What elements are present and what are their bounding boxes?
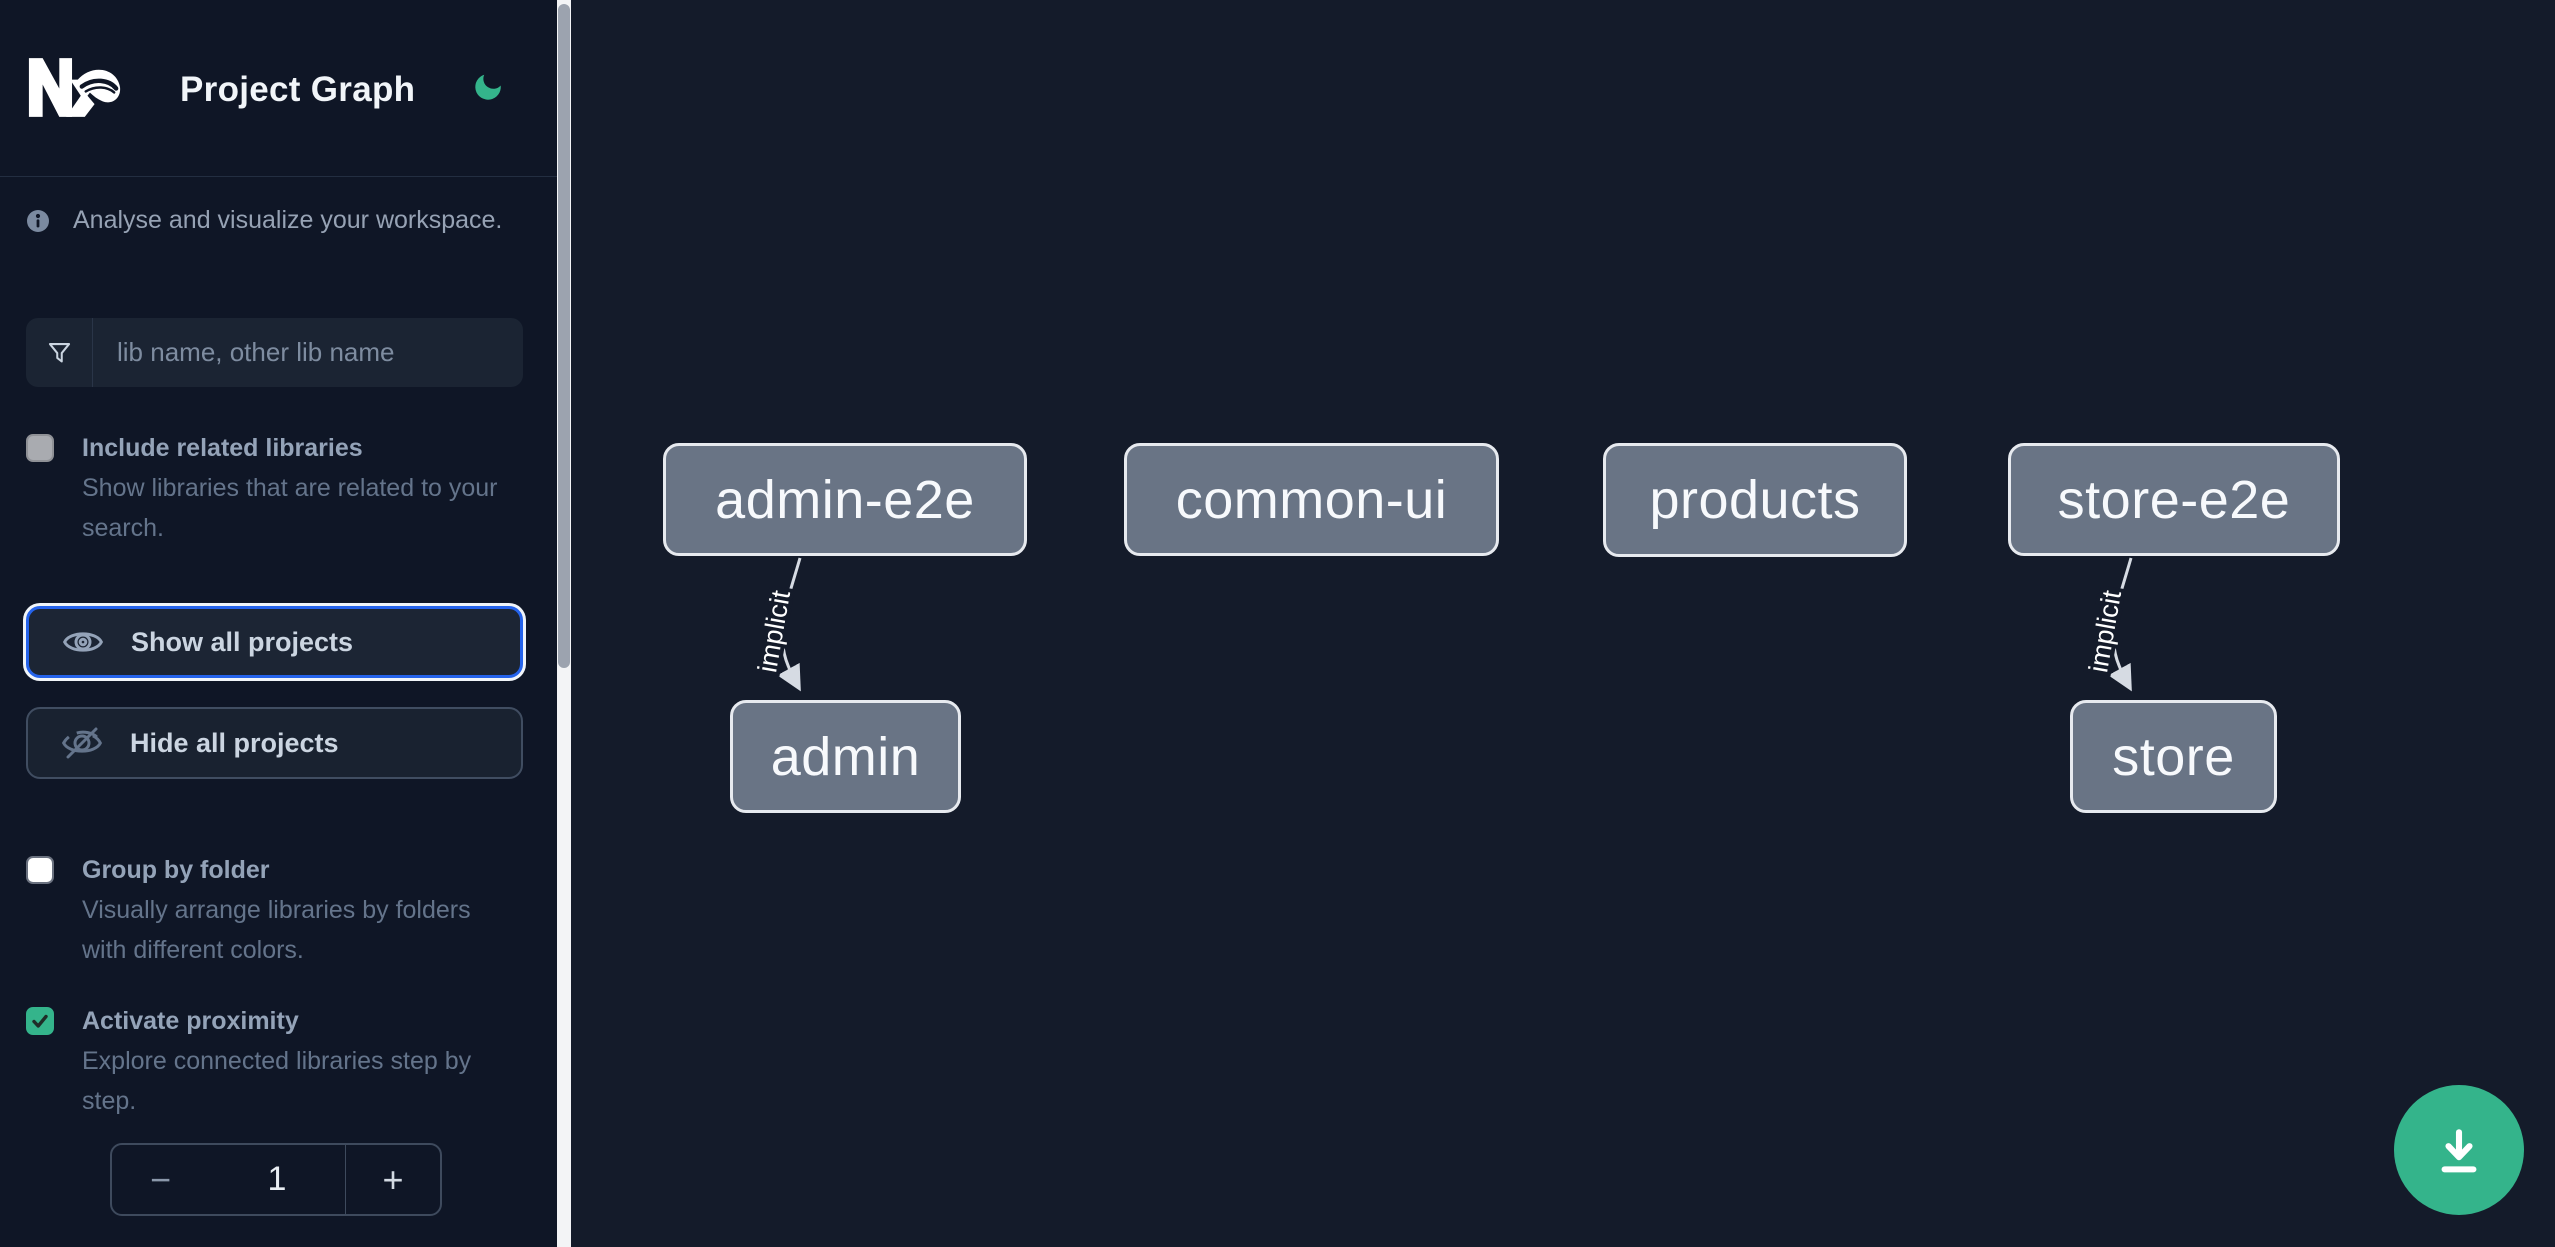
stepper-increment-button[interactable]: +	[346, 1145, 440, 1214]
group-by-folder-texts: Group by folder Visually arrange librari…	[82, 850, 512, 970]
workspace-info-row: Analyse and visualize your workspace.	[26, 206, 531, 235]
page-title: Project Graph	[180, 70, 416, 109]
graph-node-store[interactable]: store	[2070, 700, 2277, 813]
theme-toggle-button[interactable]	[462, 62, 514, 114]
download-icon	[2441, 1129, 2477, 1173]
proximity-depth-stepper: − 1 +	[110, 1143, 442, 1216]
eye-off-icon	[61, 727, 103, 759]
show-all-projects-button[interactable]: Show all projects	[26, 606, 523, 678]
show-all-projects-label: Show all projects	[131, 626, 354, 657]
graph-edge-store-e2e-store	[2108, 557, 2133, 692]
activate-proximity-texts: Activate proximity Explore connected lib…	[82, 1001, 512, 1121]
hide-all-projects-button[interactable]: Hide all projects	[26, 707, 523, 779]
graph-edge-admin-e2e-admin	[777, 557, 802, 692]
stepper-value: 1	[209, 1145, 346, 1214]
sidebar-scrollbar-thumb[interactable]	[558, 4, 570, 668]
graph-node-common-ui[interactable]: common-ui	[1124, 443, 1499, 556]
search-input[interactable]	[93, 318, 523, 387]
activate-proximity-description: Explore connected libraries step by step…	[82, 1047, 472, 1115]
nx-logo	[28, 58, 121, 117]
graph-node-products[interactable]: products	[1603, 443, 1907, 557]
group-by-folder-label: Group by folder	[82, 856, 270, 884]
group-by-folder-description: Visually arrange libraries by folders wi…	[82, 896, 471, 964]
edge-label-store-e2e: implicit	[2083, 588, 2127, 675]
activate-proximity-checkbox[interactable]	[26, 1007, 54, 1035]
checkbox-row-activate-proximity: Activate proximity Explore connected lib…	[26, 1001, 531, 1121]
sidebar-resizer[interactable]	[557, 0, 571, 1247]
group-by-folder-checkbox[interactable]	[26, 856, 54, 884]
include-related-label: Include related libraries	[82, 434, 363, 462]
filter-funnel-icon	[26, 318, 93, 387]
checkbox-row-include-related: Include related libraries Show libraries…	[26, 428, 531, 548]
include-related-checkbox[interactable]	[26, 434, 54, 462]
download-button[interactable]	[2394, 1085, 2524, 1215]
graph-node-store-e2e[interactable]: store-e2e	[2008, 443, 2340, 556]
checkbox-row-group-by-folder: Group by folder Visually arrange librari…	[26, 850, 531, 970]
include-related-texts: Include related libraries Show libraries…	[82, 428, 512, 548]
search-box	[26, 318, 523, 387]
edge-label-admin-e2e: implicit	[752, 588, 796, 675]
stepper-decrement-button[interactable]: −	[112, 1145, 209, 1214]
graph-node-admin-e2e[interactable]: admin-e2e	[663, 443, 1027, 556]
checkmark-icon	[32, 1014, 48, 1028]
eye-icon	[62, 632, 104, 652]
workspace-tagline: Analyse and visualize your workspace.	[73, 206, 503, 234]
graph-node-admin[interactable]: admin	[730, 700, 961, 813]
sidebar: Project Graph Analyse and visualize your…	[0, 0, 557, 1247]
sidebar-header: Project Graph	[0, 0, 557, 177]
hide-all-projects-label: Hide all projects	[130, 727, 339, 758]
sidebar-body: Analyse and visualize your workspace. In…	[0, 206, 557, 1216]
info-icon	[27, 209, 49, 232]
include-related-description: Show libraries that are related to your …	[82, 474, 498, 542]
moon-icon	[475, 74, 501, 100]
activate-proximity-label: Activate proximity	[82, 1007, 299, 1035]
